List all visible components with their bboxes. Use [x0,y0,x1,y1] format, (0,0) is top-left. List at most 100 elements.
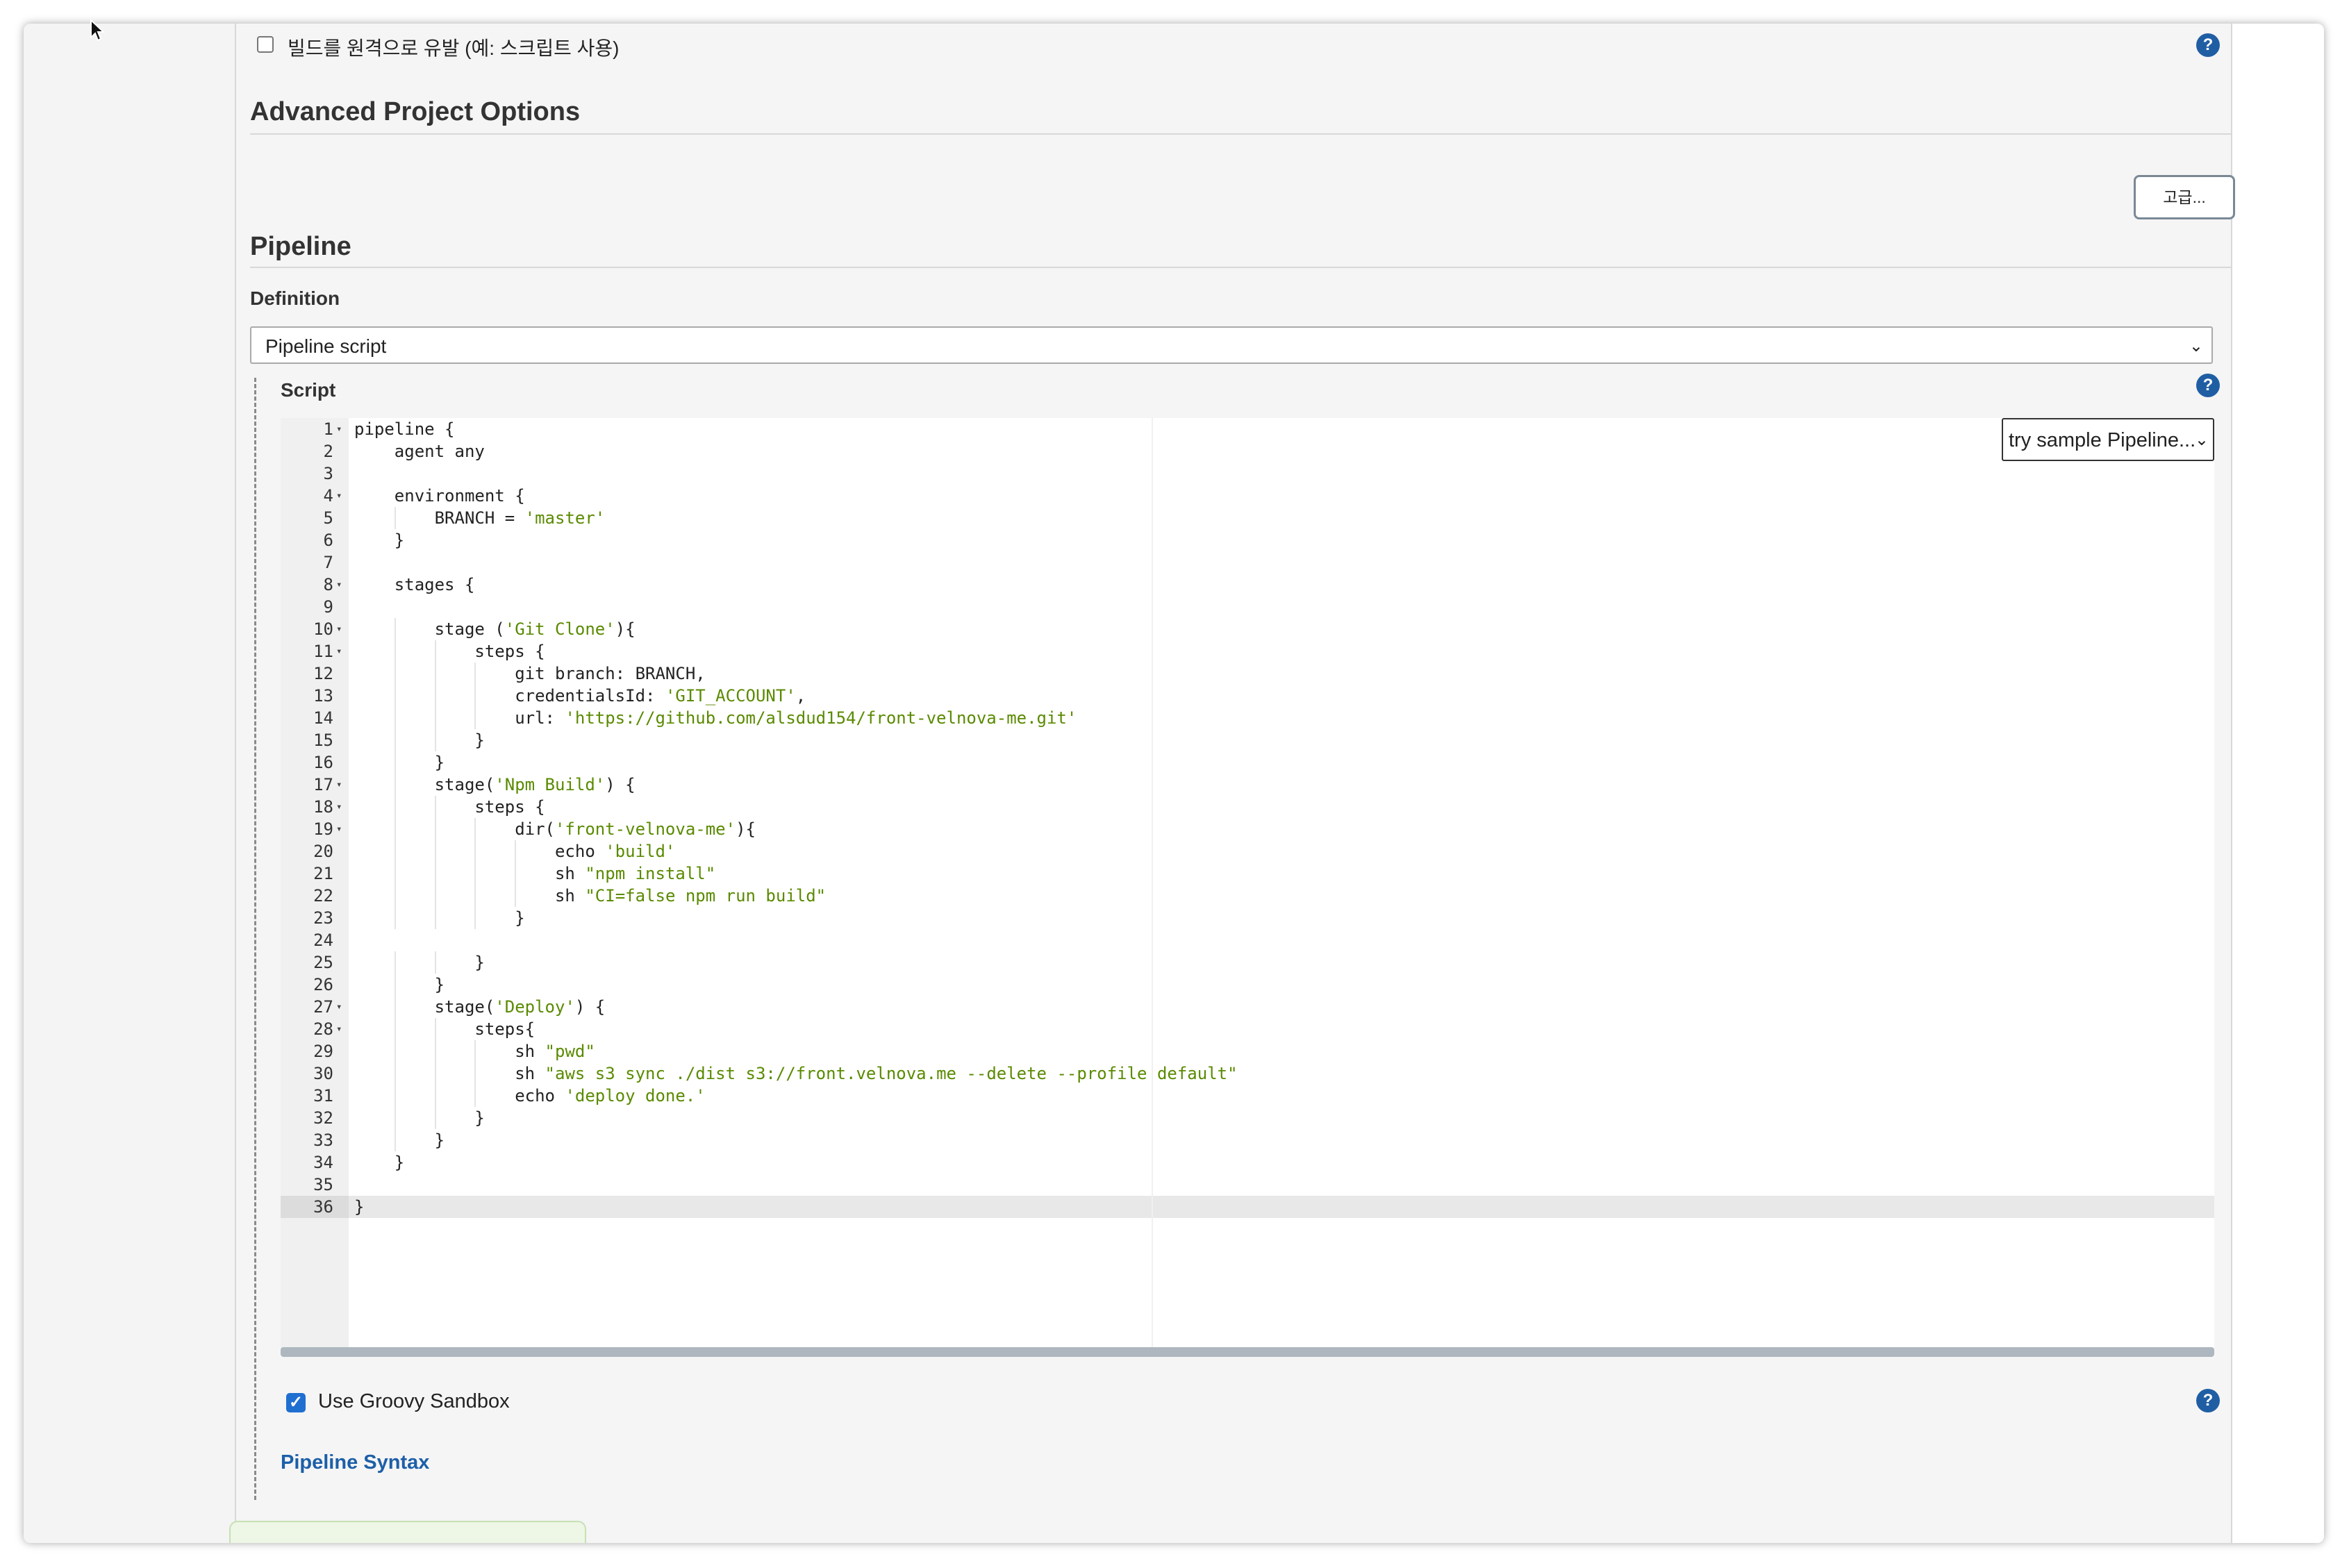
code-line: } [354,1107,485,1129]
indent-guide [394,1085,396,1107]
fold-arrow-icon[interactable]: ▾ [336,624,342,635]
line-number: 9 [323,597,333,617]
left-column [24,24,235,1543]
line-number: 18 [313,797,333,817]
code-line: credentialsId: 'GIT_ACCOUNT', [354,685,806,707]
code-token: ) { [605,775,636,794]
code-token: environment { [354,486,525,506]
horizontal-scrollbar[interactable] [281,1347,2214,1357]
line-number: 25 [313,953,333,972]
code-token: 'Git Clone' [504,619,615,639]
code-token: sh [354,1042,545,1061]
code-token: BRANCH = [354,508,525,528]
indent-guide [474,907,476,929]
fold-arrow-icon[interactable]: ▾ [336,1001,342,1012]
pipeline-syntax-link[interactable]: Pipeline Syntax [281,1451,430,1474]
code-line: stage('Npm Build') { [354,774,636,796]
fold-arrow-icon[interactable]: ▾ [336,646,342,657]
line-number: 28 [313,1019,333,1039]
code-token: credentialsId: [354,686,665,706]
fold-arrow-icon[interactable]: ▾ [336,424,342,435]
line-number: 34 [313,1153,333,1172]
fold-arrow-icon[interactable]: ▾ [336,801,342,812]
script-label: Script [281,379,336,401]
indent-guide [474,818,476,840]
code-token: steps { [354,642,545,661]
code-token: } [354,953,485,972]
try-sample-select[interactable]: try sample Pipeline... ⌄ [2002,418,2214,461]
code-token: sh [354,1064,545,1083]
line-number: 29 [313,1042,333,1061]
divider [250,133,2231,135]
fold-arrow-icon[interactable]: ▾ [336,779,342,790]
line-number: 22 [313,886,333,906]
code-token: pipeline { [354,419,455,439]
line-number: 21 [313,864,333,883]
code-line: git branch: BRANCH, [354,662,706,685]
divider [250,267,2231,268]
code-token: 'https://github.com/alsdud154/front-veln… [565,708,1077,728]
indent-guide [515,840,517,862]
indent-guide [394,751,396,774]
code-token: , [795,686,806,706]
fold-arrow-icon[interactable]: ▾ [336,824,342,835]
indent-guide [394,729,396,751]
advanced-options-title: Advanced Project Options [250,97,581,126]
code-token: ){ [615,619,636,639]
groovy-sandbox-checkbox[interactable]: ✓ [286,1393,306,1412]
help-icon[interactable]: ? [2196,374,2220,397]
code-line: } [354,1129,445,1151]
right-column [2231,24,2324,1543]
indent-guide [394,996,396,1018]
fold-arrow-icon[interactable]: ▾ [336,579,342,590]
code-token: 'deploy done.' [565,1086,706,1106]
indent-guide [434,707,436,729]
code-line: } [354,729,484,751]
indent-guide [394,974,396,996]
code-token: steps{ [354,1019,536,1039]
line-number: 31 [313,1086,333,1106]
indent-guide [434,885,436,907]
line-number: 19 [313,819,333,839]
indent-guide [394,640,396,662]
cursor-arrow-icon [90,19,106,42]
indent-guide [474,840,476,862]
groovy-sandbox-label: Use Groovy Sandbox [318,1390,510,1412]
help-icon[interactable]: ? [2196,33,2220,57]
line-number: 8 [323,575,333,594]
definition-select[interactable]: Pipeline script ⌄ [250,326,2213,364]
browser-window: 빌드를 원격으로 유발 (예: 스크립트 사용) ? Advanced Proj… [24,24,2324,1543]
remote-trigger-checkbox[interactable] [257,36,274,53]
code-line: url: 'https://github.com/alsdud154/front… [354,707,1077,729]
indent-guide [394,662,396,685]
indent-guide [394,1107,396,1129]
code-line: steps{ [354,1018,535,1040]
indent-guide [394,796,396,818]
help-icon[interactable]: ? [2196,1389,2220,1412]
code-token: } [354,1108,485,1128]
code-line: } [354,907,524,929]
fold-arrow-icon[interactable]: ▾ [336,490,342,501]
code-line: sh "CI=false npm run build" [354,885,826,907]
indent-guide [394,507,396,529]
line-number: 10 [313,619,333,639]
code-token: echo [354,1086,565,1106]
indent-guide [394,907,396,929]
code-line: echo 'build' [354,840,675,862]
try-sample-value: try sample Pipeline... [2009,429,2196,451]
indent-guide [434,662,436,685]
advanced-button[interactable]: 고급... [2134,175,2235,219]
definition-label: Definition [250,287,340,309]
code-line: } [354,1151,404,1174]
indent-guide [474,862,476,885]
indent-guide [474,885,476,907]
line-number: 24 [313,931,333,950]
code-line: BRANCH = 'master' [354,507,606,529]
code-token: agent any [354,442,485,461]
code-token: ){ [736,819,756,839]
code-token: url: [354,708,565,728]
fold-arrow-icon[interactable]: ▾ [336,1024,342,1035]
indent-guide [394,774,396,796]
code-token: } [354,1153,405,1172]
